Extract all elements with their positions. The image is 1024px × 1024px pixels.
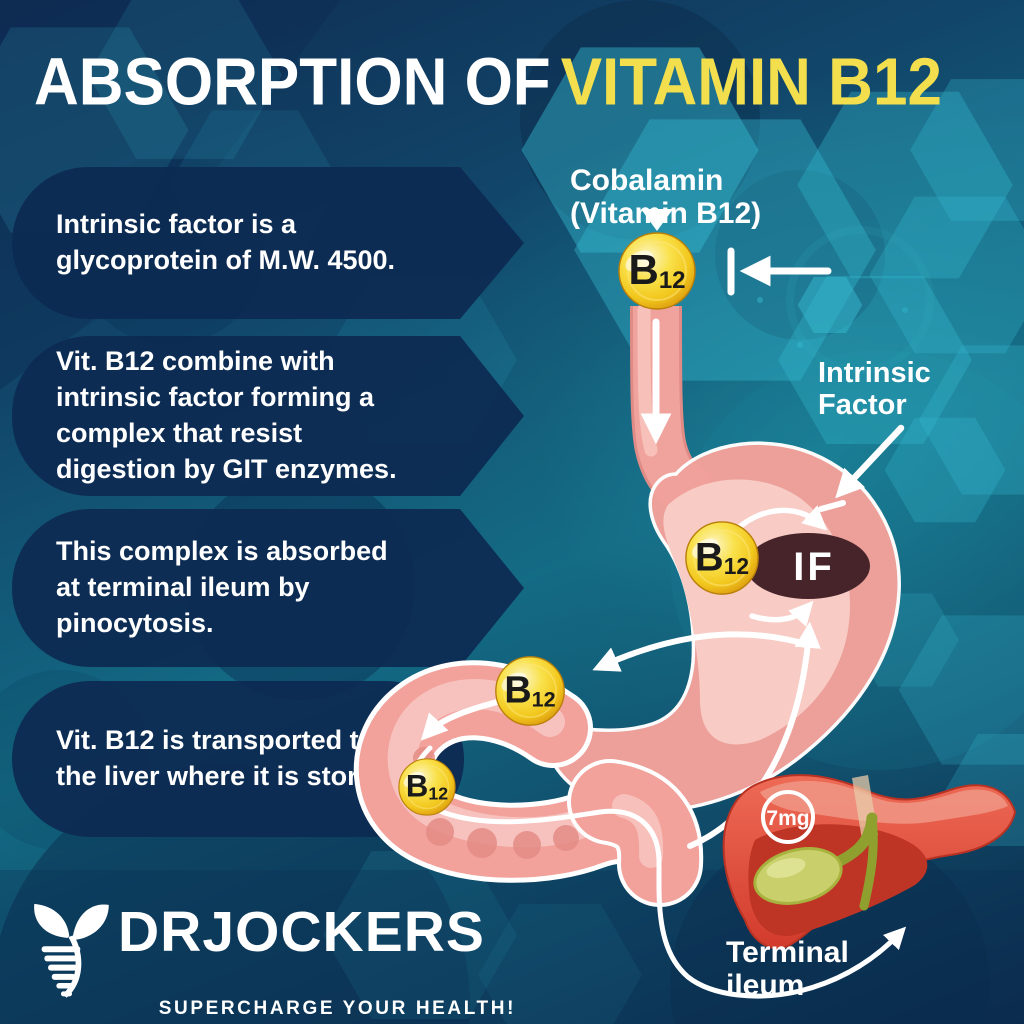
svg-text:B12: B12: [406, 769, 448, 804]
hexagon-molecules: [15, 36, 1024, 1008]
liver-store-label: 7mg: [766, 807, 809, 830]
b12-ball-stomach: B12: [685, 521, 759, 595]
cobalamin-label: Cobalamin (Vitamin B12): [570, 164, 762, 230]
flow-arrows: [411, 247, 907, 999]
gallbladder: [753, 812, 878, 911]
if-label: IF: [793, 545, 835, 589]
liver-top-highlight: [760, 780, 1008, 824]
b12-ball-duodenum: B12: [398, 758, 456, 816]
intrinsic-factor-oval: IF: [746, 533, 870, 599]
fact-box-2: Vit. B12 combine with intrinsic factor f…: [12, 336, 524, 496]
svg-text:B12: B12: [628, 246, 685, 294]
terminal-ileum-label: Terminal ileum: [726, 936, 849, 1002]
arrow-duodenum-down: [420, 697, 508, 741]
svg-text:B12: B12: [695, 535, 749, 579]
liver: 7mg: [722, 774, 1017, 950]
brand-name: DRJOCKERS: [118, 900, 485, 964]
if-pointer-tick: [818, 500, 846, 512]
fact-text-4: Vit. B12 is transported to the liver whe…: [56, 725, 397, 791]
arrow-up-to-if: [687, 621, 821, 849]
arrow-if-pointer: [835, 424, 905, 499]
arrow-if-top-arc: [733, 505, 828, 533]
svg-text:B12: B12: [504, 670, 555, 712]
brand-logo: DRJOCKERS SUPERCHARGE YOUR HEALTH!: [26, 896, 516, 1020]
liver-store-ring: [761, 790, 815, 844]
b12-ball-antrum: B12: [495, 656, 565, 726]
arrow-stomach-left: [592, 631, 801, 672]
cobalamin-pointer-triangle: [641, 209, 673, 231]
fact-text-1: Intrinsic factor is a glycoprotein of M.…: [56, 209, 396, 275]
fact-box-3: This complex is absorbed at terminal ile…: [12, 509, 524, 667]
fact-text-3: This complex is absorbed at terminal ile…: [56, 536, 388, 638]
arrow-terminal-ileum: [411, 745, 907, 999]
leaf-dna-icon: [34, 903, 109, 998]
b12-ball-top: B12: [618, 232, 696, 310]
title-accent: VITAMIN B12: [560, 45, 942, 120]
fact-box-1: Intrinsic factor is a glycoprotein of M.…: [12, 167, 524, 319]
intrinsic-factor-label: Intrinsic Factor: [818, 357, 931, 421]
dna-stripes: [41, 946, 81, 997]
brand-tagline: SUPERCHARGE YOUR HEALTH!: [158, 998, 516, 1019]
stomach: [544, 441, 901, 813]
arrow-if-bottom-arc: [749, 600, 814, 627]
fact-text-2: Vit. B12 combine with intrinsic factor f…: [56, 346, 397, 484]
title-white: ABSORPTION OF: [34, 45, 551, 120]
